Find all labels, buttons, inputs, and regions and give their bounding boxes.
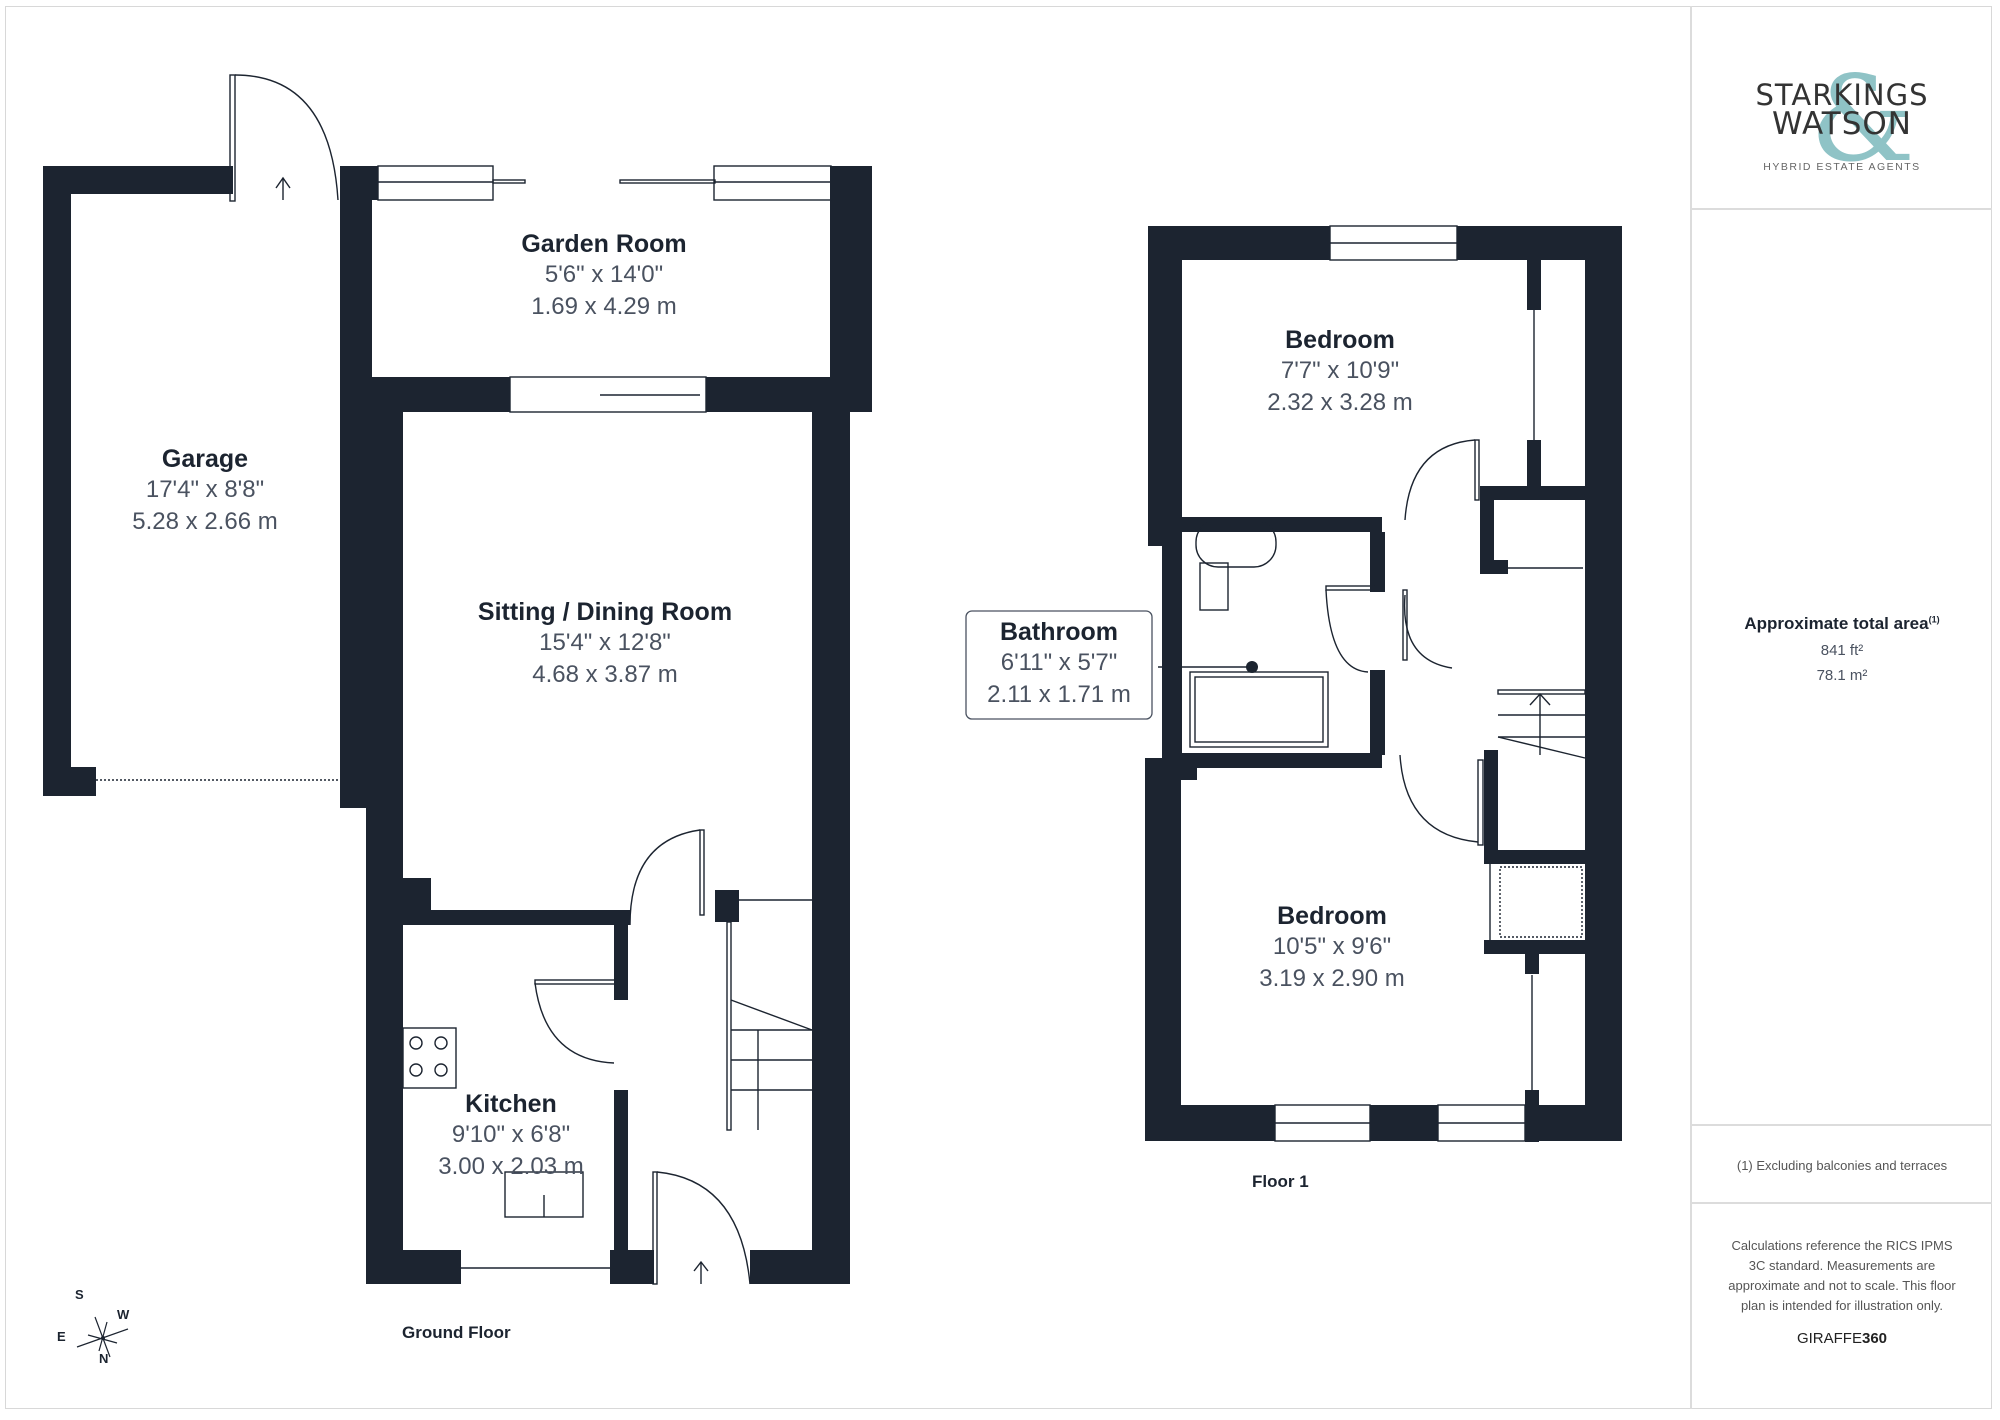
room-name: Bedroom (1277, 902, 1387, 930)
compass-e: E (57, 1329, 66, 1344)
floor-label-floor-1: Floor 1 (1252, 1172, 1309, 1191)
room-dim-imperial: 5'6" x 14'0" (544, 261, 664, 288)
room-dim-imperial: 10'5" x 9'6" (1272, 933, 1392, 960)
room-dim-metric: 5.28 x 2.66 m (132, 508, 278, 535)
floor-1-fixtures (1158, 225, 1586, 1142)
room-dim-imperial: 15'4" x 12'8" (539, 629, 671, 656)
footnote-section: (1) Excluding balconies and terraces (1692, 1126, 1992, 1204)
room-dim-imperial: 17'4" x 8'8" (145, 476, 265, 503)
brand-tagline: HYBRID ESTATE AGENTS (1763, 161, 1921, 173)
room-bathroom: Bathroom 6'11" x 5'7" 2.11 x 1.71 m (987, 618, 1131, 711)
compass-rose: S W E N (55, 1285, 145, 1370)
room-name: Bedroom (1285, 326, 1395, 354)
ampersand-mark: & (1810, 50, 1916, 188)
compass-w: W (117, 1307, 130, 1322)
disclaimer-section: Calculations reference the RICS IPMS 3C … (1692, 1204, 1992, 1409)
page-frame (5, 6, 1992, 1409)
compass-s: S (75, 1287, 84, 1302)
room-garden-room: Garden Room 5'6" x 14'0" 1.69 x 4.29 m (521, 230, 686, 323)
room-dim-metric: 2.11 x 1.71 m (987, 681, 1131, 708)
room-name: Bathroom (999, 618, 1119, 646)
compass-n: N (99, 1351, 109, 1366)
brand-section: & STARKINGS WATSON HYBRID ESTATE AGENTS (1692, 6, 1992, 210)
disclaimer-text: Calculations reference the RICS IPMS 3C … (1728, 1238, 1956, 1313)
room-dim-metric: 4.68 x 3.87 m (532, 661, 678, 688)
room-name: Garage (161, 445, 249, 473)
ground-floor-walls (43, 166, 872, 1284)
floor-1-walls (1145, 226, 1622, 1142)
floor-label-ground: Ground Floor (402, 1323, 511, 1342)
footnote-text: (1) Excluding balconies and terraces (1736, 1158, 1948, 1173)
bathroom-label-box (965, 610, 1153, 720)
ground-floor-fixtures (96, 74, 832, 1285)
room-name: Kitchen (465, 1090, 557, 1118)
room-dim-metric: 2.32 x 3.28 m (1267, 389, 1413, 416)
floor-plan-drawing (43, 74, 1622, 1285)
room-sitting-dining: Sitting / Dining Room 15'4" x 12'8" 4.68… (478, 598, 732, 691)
room-name: Sitting / Dining Room (477, 598, 733, 626)
area-sqm: 78.1 m² (1816, 667, 1868, 684)
brand-name-line2: WATSON (1772, 106, 1912, 142)
brand-logo: & STARKINGS WATSON HYBRID ESTATE AGENTS (1692, 46, 1992, 188)
bathroom-label-pointer (1246, 661, 1258, 673)
compass-icon (76, 1316, 129, 1358)
room-dim-metric: 3.00 x 2.03 m (438, 1153, 584, 1180)
area-section: Approximate total area(1) 841 ft² 78.1 m… (1692, 210, 1992, 1126)
room-dim-imperial: 6'11" x 5'7" (1000, 649, 1118, 676)
room-dim-metric: 3.19 x 2.90 m (1259, 965, 1405, 992)
floor-plan-svg (43, 74, 1622, 1285)
room-dim-imperial: 7'7" x 10'9" (1280, 357, 1400, 384)
room-garage: Garage 17'4" x 8'8" 5.28 x 2.66 m (132, 445, 277, 538)
room-dim-metric: 1.69 x 4.29 m (531, 293, 677, 320)
footnote-marker: (1) (1928, 614, 1940, 625)
area-sqft: 841 ft² (1820, 642, 1864, 659)
info-panel: & STARKINGS WATSON HYBRID ESTATE AGENTS … (1690, 6, 1992, 1409)
room-bedroom-2: Bedroom 10'5" x 9'6" 3.19 x 2.90 m (1259, 902, 1404, 995)
room-kitchen: Kitchen 9'10" x 6'8" 3.00 x 2.03 m (438, 1090, 583, 1183)
giraffe360-credit: GIRAFFE360 (1796, 1330, 1888, 1347)
room-dim-imperial: 9'10" x 6'8" (451, 1121, 571, 1148)
room-bedroom-1: Bedroom 7'7" x 10'9" 2.32 x 3.28 m (1267, 326, 1412, 419)
room-name: Garden Room (521, 230, 687, 258)
brand-name-line1: STARKINGS (1755, 78, 1929, 112)
area-title: Approximate total area(1) (1744, 614, 1940, 633)
